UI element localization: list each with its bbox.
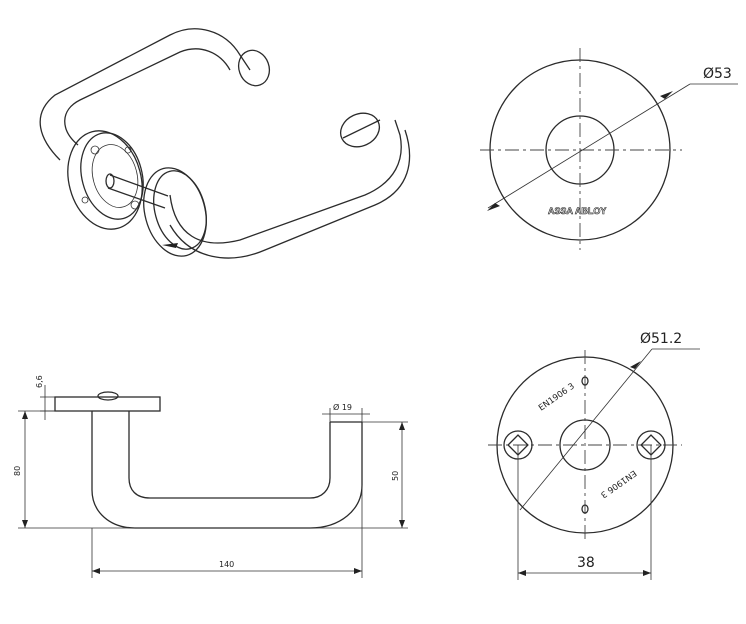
standard-mark-top: EN1906 3	[537, 381, 577, 413]
side-view: 6,6 80 Ø 19 50 140	[13, 375, 408, 578]
height-50-label: 50	[391, 471, 400, 481]
lever-diameter-label: Ø 19	[333, 402, 352, 412]
screw-spacing-label: 38	[577, 555, 595, 571]
thickness-label: 6,6	[35, 375, 44, 388]
length-label: 140	[219, 560, 234, 569]
back-plate-view: Ø51.2 EN1906 3 EN1906 3 38	[488, 331, 700, 580]
rose-diameter-label: Ø53	[703, 66, 732, 82]
height-total-label: 80	[13, 466, 22, 476]
brand-logo-text: ASSA ABLOY	[548, 206, 606, 216]
standard-mark-bottom: EN1906 3	[598, 468, 638, 500]
rose-front-view: Ø53 ASSA ABLOY	[480, 48, 738, 250]
back-plate-diameter-label: Ø51.2	[640, 331, 682, 347]
isometric-view	[39, 28, 411, 259]
rose-plate	[54, 396, 161, 412]
